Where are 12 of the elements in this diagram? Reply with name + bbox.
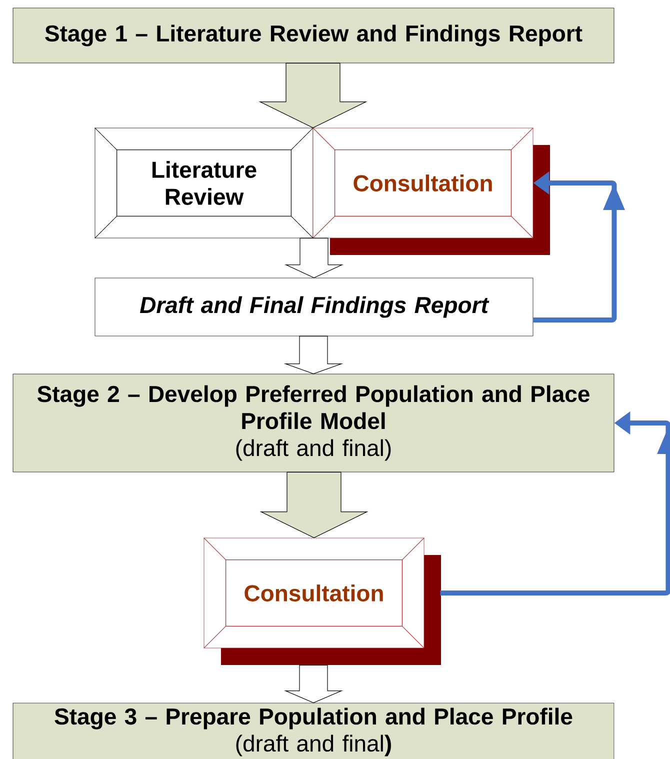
stage-box: Stage 2 – Develop Preferred Population and Place Profile Model (draft and final): [12, 374, 614, 472]
block-arrow: [284, 664, 343, 704]
bevel-box: Consultation: [312, 128, 550, 255]
block-arrow: [284, 238, 344, 278]
bevel-box: Consultation: [204, 538, 441, 665]
stage-box: Stage 1 – Literature Review and Findings Report: [12, 8, 614, 64]
block-arrow: [260, 472, 368, 538]
block-arrow: [258, 62, 368, 128]
block-arrow: [284, 336, 344, 374]
stage-box: Stage 3 – Prepare Population and Place Profile (draft and final): [12, 702, 614, 759]
bevel-box: Literature Review: [94, 128, 314, 238]
process-box: Draft and Final Findings Report: [94, 278, 534, 336]
